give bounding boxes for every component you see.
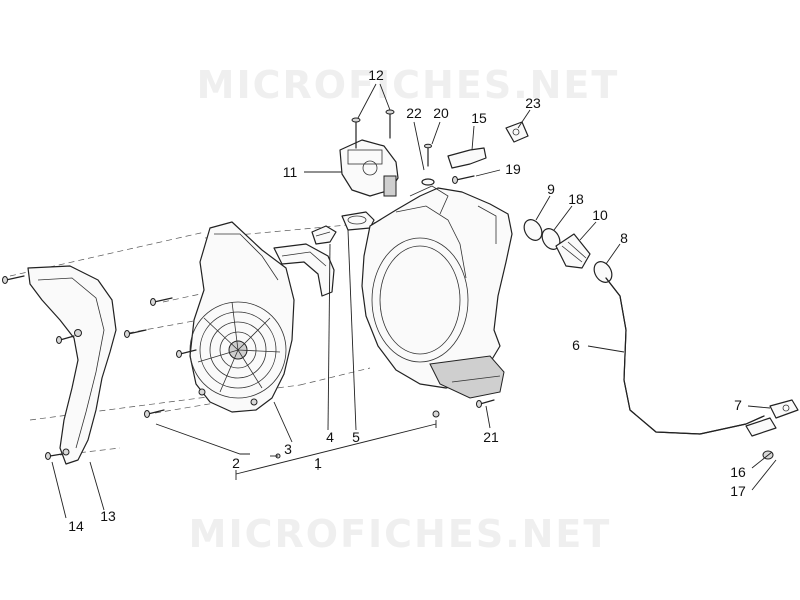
callout-19: 19 (505, 161, 521, 177)
callout-21: 21 (483, 429, 499, 445)
part-5-gasket (341, 211, 375, 231)
cover-screws (2, 275, 197, 418)
part-20-bolt (424, 143, 432, 167)
part-3-air-duct (273, 243, 335, 297)
callout-9: 9 (547, 181, 555, 197)
callout-18: 18 (568, 191, 584, 207)
callout-22: 22 (406, 105, 422, 121)
part-2-fan-cover (189, 221, 295, 413)
callout-7: 7 (734, 397, 742, 413)
callout-labels: 2 1 3 4 5 6 7 8 9 10 11 12 13 14 15 16 1… (68, 67, 746, 534)
callout-2: 2 (232, 455, 240, 471)
callout-1: 1 (314, 455, 322, 471)
watermark-bottom: MICROFICHES.NET (189, 512, 612, 556)
callout-23: 23 (525, 95, 541, 111)
callout-5: 5 (352, 429, 360, 445)
callout-10: 10 (592, 207, 608, 223)
callout-3: 3 (284, 441, 292, 457)
callout-13: 13 (100, 508, 116, 524)
callout-8: 8 (620, 230, 628, 246)
watermark-bottom-text: MICROFICHES.NET (189, 512, 612, 556)
part-12-screws (351, 109, 395, 149)
part-7-gasket (769, 399, 799, 419)
part-22-washer (421, 178, 435, 186)
part-10-connector (555, 233, 591, 269)
watermark-top: MICROFICHES.NET (197, 63, 620, 107)
callout-16: 16 (730, 464, 746, 480)
part-11-valve (339, 139, 399, 197)
part-6-pipe (605, 277, 765, 435)
callout-12: 12 (368, 67, 384, 83)
callout-4: 4 (326, 429, 334, 445)
part-21-screw (476, 399, 495, 408)
part-13-outer-cover (27, 265, 117, 465)
callout-11: 11 (283, 164, 298, 180)
part-16-flange (745, 417, 777, 437)
callout-15: 15 (471, 110, 487, 126)
part-14-screw (45, 452, 63, 460)
part-15-hose (447, 147, 487, 169)
callout-20: 20 (433, 105, 449, 121)
part-9-clamp (523, 219, 543, 241)
part-4-clip (311, 225, 337, 245)
callout-6: 6 (572, 337, 580, 353)
part-8-clamp (593, 261, 613, 283)
callout-17: 17 (730, 483, 746, 499)
part-18-clamp (541, 228, 561, 250)
callout-14: 14 (68, 518, 84, 534)
watermark-top-text: MICROFICHES.NET (197, 63, 620, 107)
part-1-main-housing (361, 185, 513, 418)
part-19-screw (452, 175, 475, 184)
part-23-clamp (505, 121, 529, 143)
leader-lines (51, 83, 777, 519)
